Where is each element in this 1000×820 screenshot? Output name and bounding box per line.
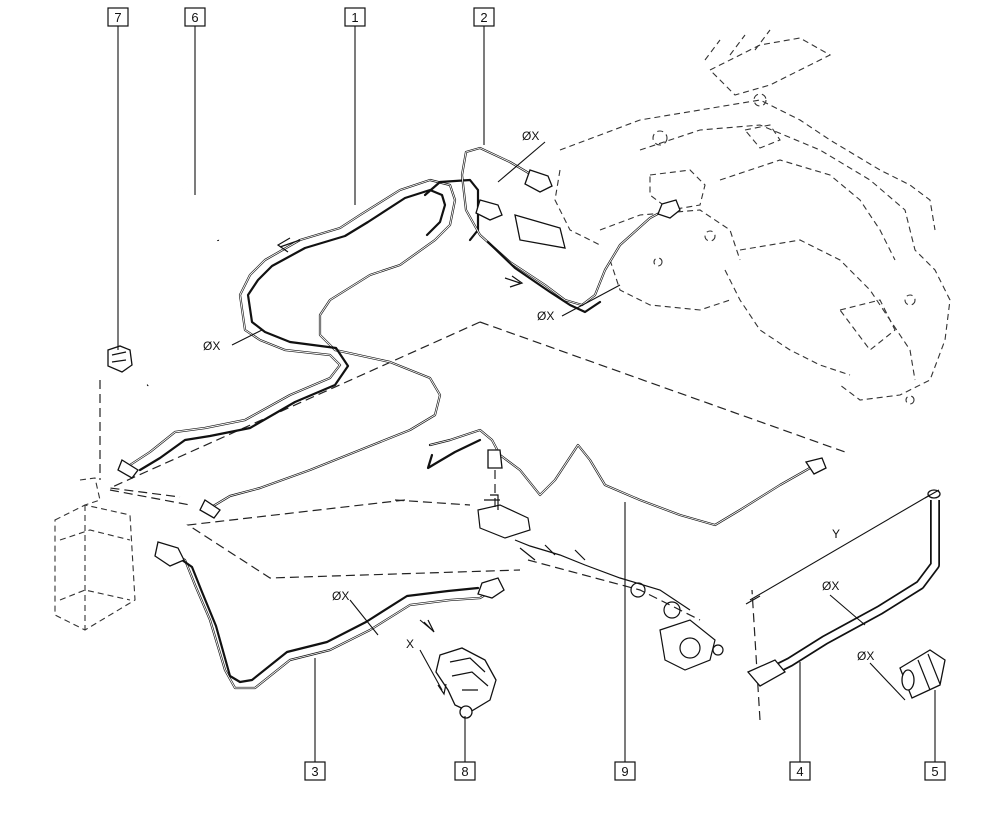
fuel-pipe-2 <box>460 146 681 314</box>
callout-6: 6 <box>184 7 206 27</box>
callout-9: 9 <box>614 761 636 781</box>
fuel-hose-4 <box>746 489 941 687</box>
charcoal-canister <box>54 477 136 631</box>
callout-7-label: 7 <box>114 10 121 25</box>
callout-2-label: 2 <box>480 10 487 25</box>
callout-9-label: 9 <box>621 764 628 779</box>
callout-3-label: 3 <box>311 764 318 779</box>
fuel-pipe-1 <box>117 178 480 519</box>
callout-4: 4 <box>789 761 811 781</box>
connector-5 <box>899 649 946 699</box>
callout-7: 7 <box>107 7 129 27</box>
diameter-label-6: ØX <box>857 649 874 663</box>
fuel-rail <box>477 494 724 671</box>
diameter-label-3: ØX <box>203 339 220 353</box>
vehicle-frame-ghost <box>554 29 951 405</box>
fuel-pipe-3 <box>154 541 505 690</box>
fuel-pipe-9 <box>426 428 827 527</box>
callout-1-label: 1 <box>351 10 358 25</box>
leader-lines <box>117 26 936 762</box>
callout-8: 8 <box>454 761 476 781</box>
diameter-label-4: ØX <box>332 589 349 603</box>
clip-7 <box>107 345 133 373</box>
dimension-annotations <box>231 141 940 701</box>
callout-1: 1 <box>344 7 366 27</box>
diameter-label-5: ØX <box>822 579 839 593</box>
callout-5-label: 5 <box>931 764 938 779</box>
callout-4-label: 4 <box>796 764 803 779</box>
diameter-label-1: ØX <box>522 129 539 143</box>
dimension-x-label: X <box>406 637 414 651</box>
callout-6-label: 6 <box>191 10 198 25</box>
diameter-label-2: ØX <box>537 309 554 323</box>
retaining-clip-8 <box>435 647 497 719</box>
callout-5: 5 <box>924 761 946 781</box>
dimension-y-label: Y <box>832 527 840 541</box>
callout-3: 3 <box>304 761 326 781</box>
hose-6 <box>146 186 220 387</box>
callout-2: 2 <box>473 7 495 27</box>
callout-8-label: 8 <box>461 764 468 779</box>
